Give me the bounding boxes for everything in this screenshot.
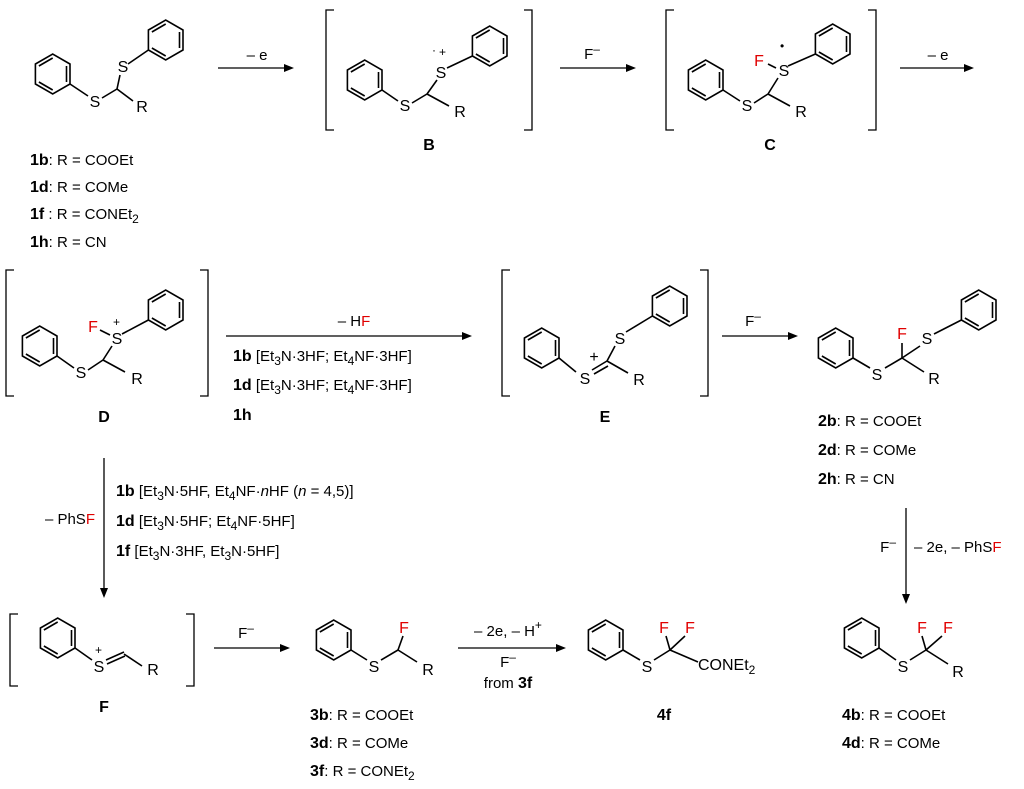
atom-s: S [400, 98, 411, 115]
label-1d: 1d: R = COMe [30, 179, 128, 196]
compound-1-labels: 1b: R = COOEt 1d: R = COMe 1f : R = CONE… [30, 152, 139, 251]
atom-f: F [917, 620, 927, 637]
atom-r: R [147, 662, 159, 679]
atom-s: S [742, 98, 753, 115]
atom-s: S [779, 63, 790, 80]
atom-f: F [88, 319, 98, 336]
atom-f: F [754, 53, 764, 70]
condition-1h: 1h [233, 407, 252, 424]
label-2d: 2d: R = COMe [818, 442, 916, 459]
atom-r: R [928, 371, 940, 388]
label-2b: 2b: R = COOEt [818, 413, 922, 430]
charge-plus: + [589, 349, 598, 366]
label-1h: 1h: R = CN [30, 234, 107, 251]
intermediate-e: S S + R E [501, 269, 709, 426]
condition-1d: 1d [Et3N·3HF; Et4NF·3HF] [233, 377, 412, 397]
arrow-label-from: from 3f [484, 675, 533, 692]
charge-plus: + [113, 315, 120, 329]
atom-f: F [659, 620, 669, 637]
charge-plus: + [95, 643, 102, 657]
group-conet2: CONEt2 [698, 657, 756, 677]
atom-s: S [76, 365, 87, 382]
atom-s: S [615, 331, 626, 348]
label-1b: 1b: R = COOEt [30, 152, 134, 169]
atom-s: S [118, 59, 129, 76]
atom-s: S [369, 659, 380, 676]
fluoride-label: F– [880, 535, 896, 556]
arrow-label-fluoride: F– [500, 650, 516, 671]
atom-f: F [685, 620, 695, 637]
atom-r: R [422, 662, 434, 679]
atom-s: S [436, 65, 447, 82]
label-1f: 1f : R = CONEt2 [30, 206, 139, 226]
atom-s: S [872, 367, 883, 384]
atom-r: R [131, 371, 143, 388]
atom-s: S [922, 331, 933, 348]
atom-r: R [136, 99, 148, 116]
atom-f: F [399, 620, 409, 637]
fluoride-label: F– [238, 621, 254, 642]
arrow-fluoride-2: F– [722, 309, 798, 340]
label-3b: 3b: R = COOEt [310, 707, 414, 724]
intermediate-d: F S + S R D [5, 269, 209, 426]
atom-f: F [943, 620, 953, 637]
arrow-fluoride-1: F– [560, 42, 636, 72]
arrow-oxidation-1: – e [218, 47, 294, 72]
fluoride-label: F– [584, 42, 600, 63]
atom-s: S [642, 659, 653, 676]
arrow-2-to-4: F– – 2e, – PhSF [880, 508, 1002, 604]
product-4f: F F S CONEt2 4f [587, 619, 756, 724]
condition-1d: 1d [Et3N·5HF; Et4NF·5HF] [116, 513, 295, 533]
label-c: C [764, 137, 776, 154]
arrow-phsf-elimination: – PhSF 1b [Et3N·5HF, Et4NF·nHF (n = 4,5)… [45, 458, 354, 598]
arrow-oxidation-2: – e [900, 47, 974, 72]
arrow-label: – e [247, 47, 268, 64]
product-2: F S S R 2b: R = COOEt 2d: R = COMe 2h: R… [817, 289, 997, 488]
fluoride-label: F– [745, 309, 761, 330]
label-f: F [99, 699, 109, 716]
label-3f: 3f: R = CONEt2 [310, 763, 415, 783]
structure-1: S S R [34, 19, 184, 116]
label-e: E [600, 409, 611, 426]
atom-s: S [112, 331, 123, 348]
label-4d: 4d: R = COMe [842, 735, 940, 752]
atom-f: F [897, 326, 907, 343]
radical-dot: · [432, 43, 436, 57]
arrow-label-right: – 2e, – PhSF [914, 539, 1002, 556]
atom-r: R [952, 664, 964, 681]
intermediate-c: F S • S R C [665, 9, 877, 154]
intermediate-b: S S · + R B [325, 9, 533, 154]
label-4f: 4f [657, 707, 672, 724]
arrow-fluoride-3: F– [214, 621, 290, 652]
arrow-3f-to-4f: – 2e, – H+ F– from 3f [458, 618, 566, 692]
arrow-label-phsf: – PhSF [45, 511, 95, 528]
label-3d: 3d: R = COMe [310, 735, 408, 752]
product-4: F F S R 4b: R = COOEt 4d: R = COMe [842, 617, 964, 752]
atom-s: S [580, 371, 591, 388]
label-b: B [423, 137, 435, 154]
atom-s: S [94, 659, 105, 676]
condition-1b: 1b [Et3N·3HF; Et4NF·3HF] [233, 348, 412, 368]
product-3: F S R 3b: R = COOEt 3d: R = COMe 3f: R =… [310, 619, 434, 783]
charge-plus: + [439, 45, 446, 59]
atom-r: R [795, 104, 807, 121]
atom-r: R [454, 104, 466, 121]
atom-s: S [90, 94, 101, 111]
label-d: D [98, 409, 110, 426]
radical-dot: • [780, 39, 784, 53]
condition-1b: 1b [Et3N·5HF, Et4NF·nHF (n = 4,5)] [116, 483, 354, 503]
label-4b: 4b: R = COOEt [842, 707, 946, 724]
arrow-label: – e [928, 47, 949, 64]
condition-1f: 1f [Et3N·3HF, Et3N·5HF] [116, 543, 279, 563]
intermediate-f: S + R F [9, 613, 195, 716]
label-2h: 2h: R = CN [818, 471, 895, 488]
atom-s: S [898, 659, 909, 676]
arrow-label-top: – 2e, – H+ [474, 618, 542, 640]
arrow-label-hf: – HF [338, 313, 371, 330]
arrow-hf-elimination: – HF 1b [Et3N·3HF; Et4NF·3HF] 1d [Et3N·3… [226, 313, 472, 424]
atom-r: R [633, 372, 645, 389]
